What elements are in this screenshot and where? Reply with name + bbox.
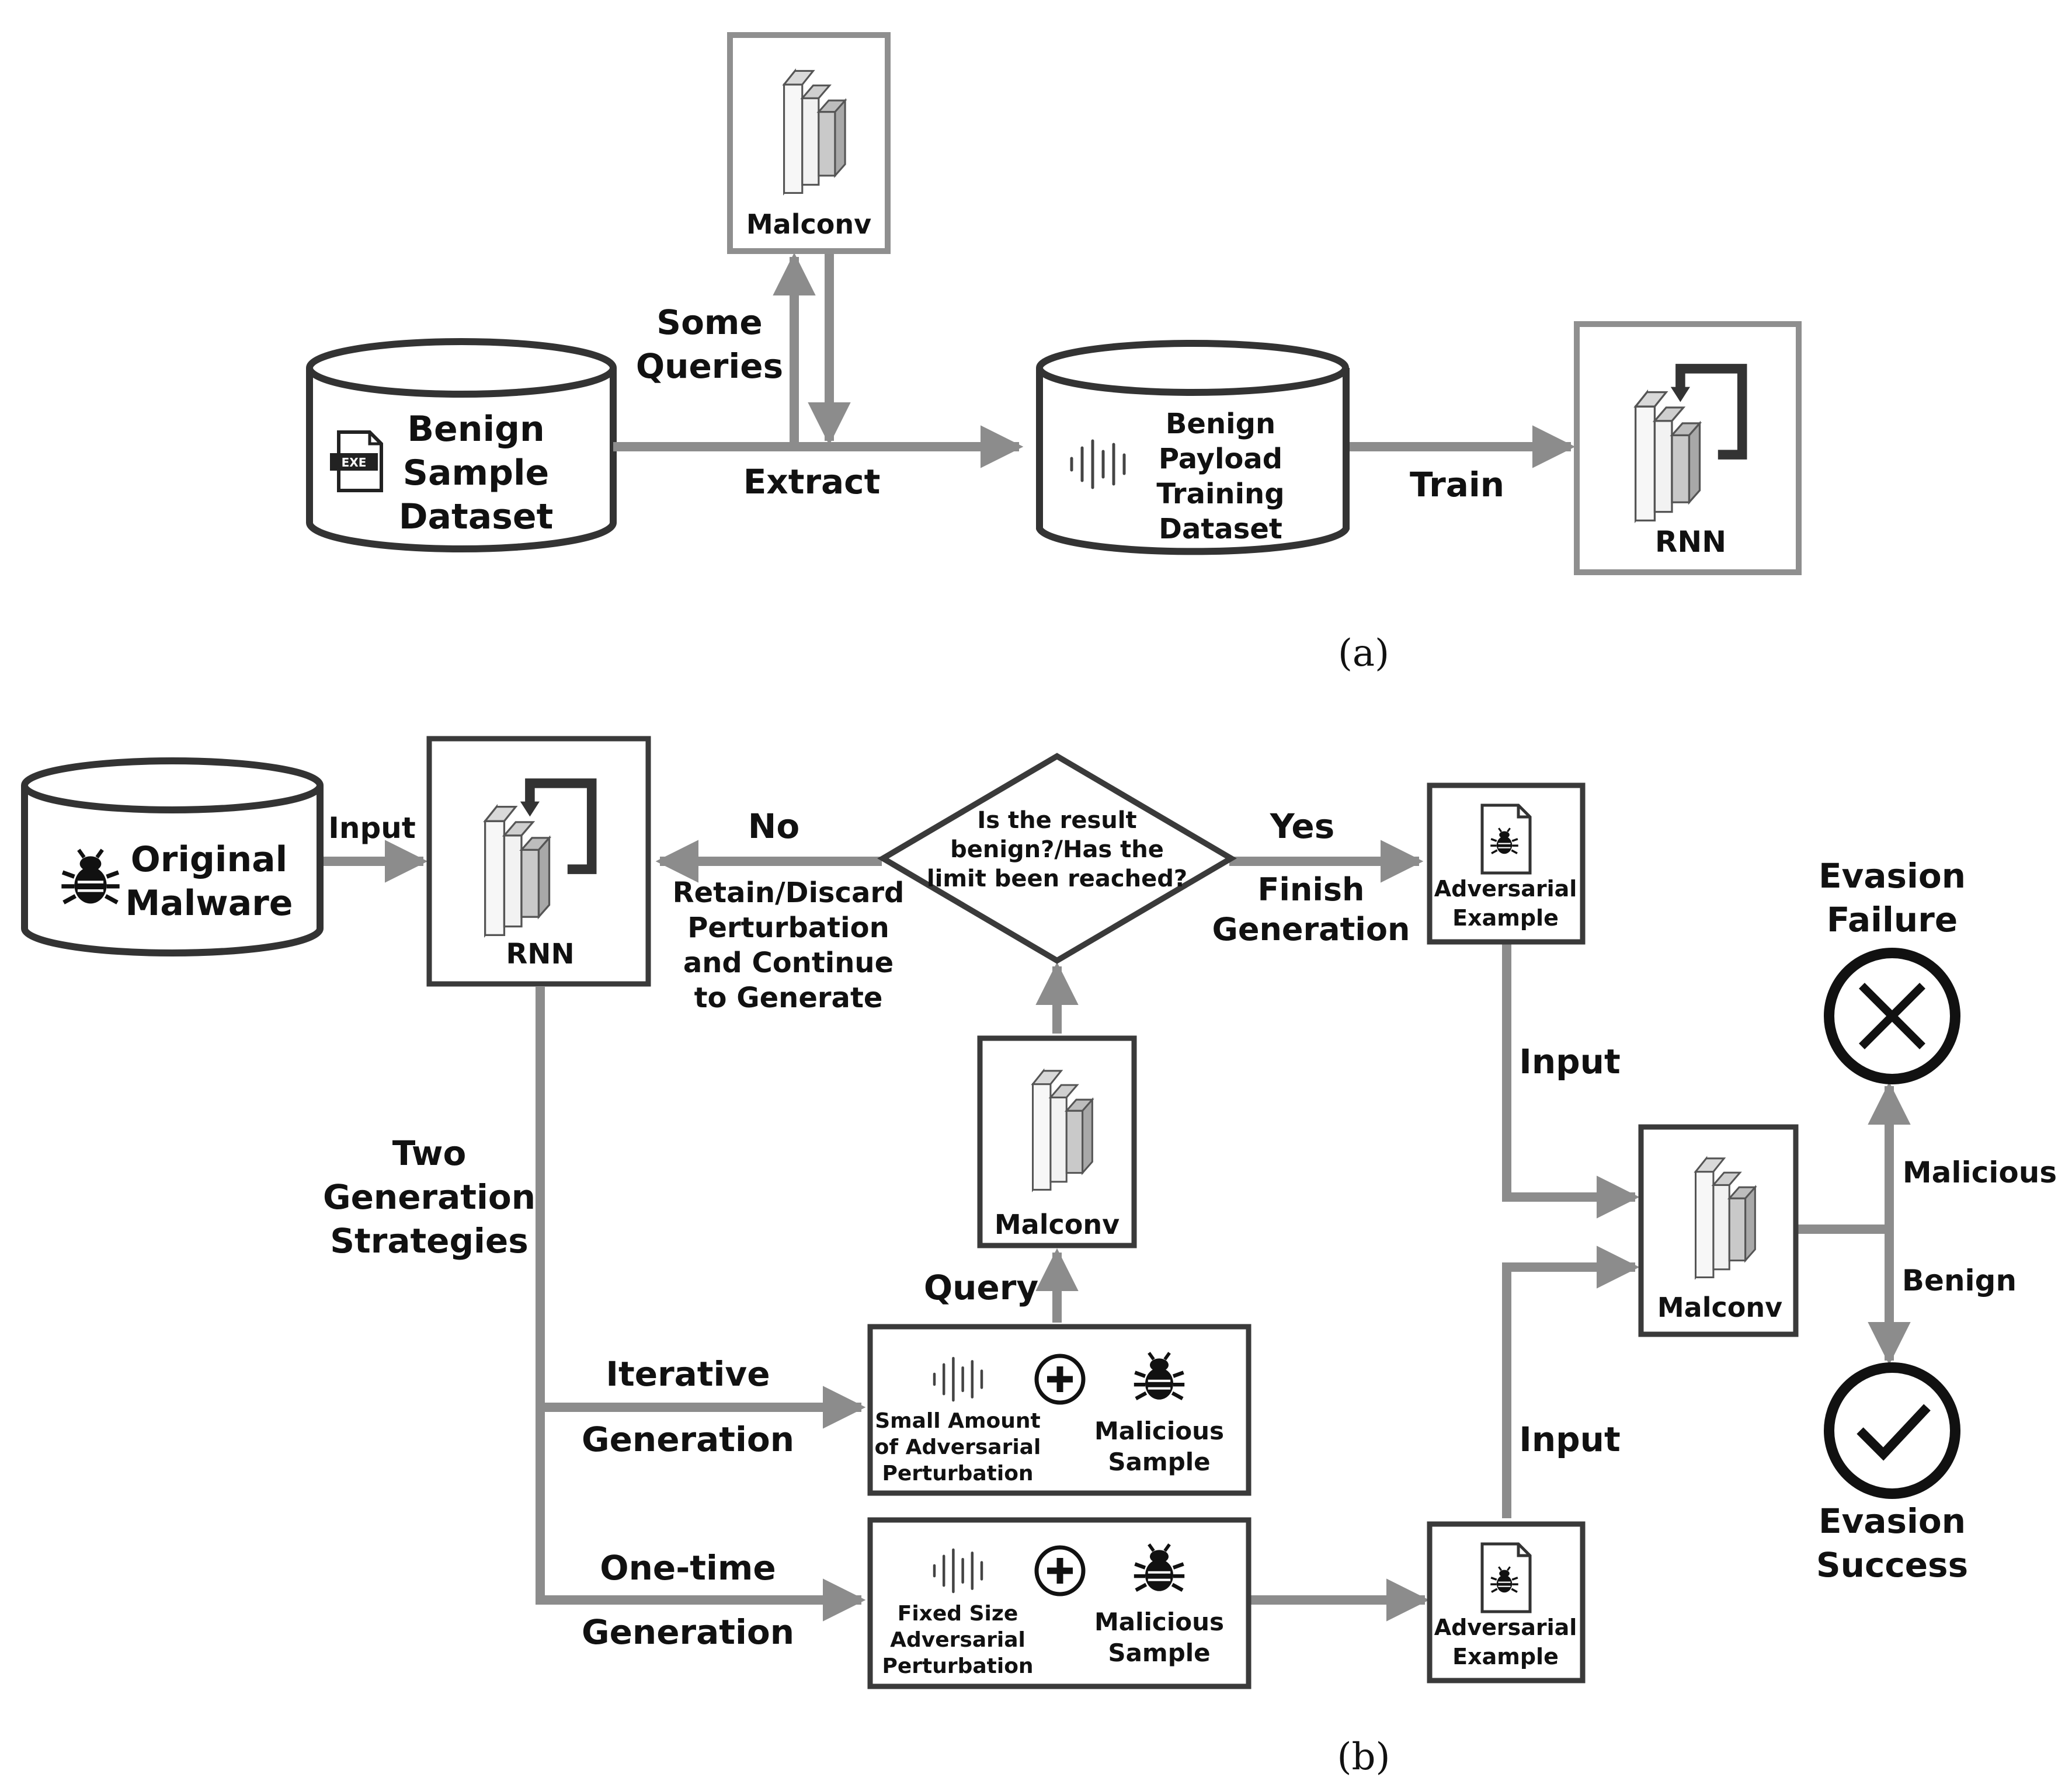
evasion-failure-line-2: Failure bbox=[1827, 900, 1958, 940]
benign-dataset-line-3: Dataset bbox=[399, 496, 554, 537]
cross-icon bbox=[1824, 948, 1960, 1084]
finish-line-1: Finish bbox=[1258, 871, 1365, 908]
malconv-a-label: Malconv bbox=[746, 208, 871, 240]
evasion-failure-line-1: Evasion bbox=[1819, 856, 1966, 896]
rnn-box-b: RNN bbox=[426, 736, 651, 987]
adv-bottom-line-1: Adversarial bbox=[1434, 1615, 1577, 1640]
arrows-a bbox=[613, 252, 1576, 468]
retain-line-1: Retain/Discard bbox=[673, 876, 905, 909]
some-queries-line-1: Some bbox=[656, 302, 762, 342]
payload-line-4: Dataset bbox=[1159, 513, 1282, 545]
yes-label: Yes bbox=[1270, 806, 1335, 846]
malconv-box-right: Malconv bbox=[1638, 1124, 1799, 1337]
original-malware-line-2: Malware bbox=[126, 883, 293, 924]
once-pert-line-1: Fixed Size bbox=[898, 1602, 1018, 1626]
evasion-success-line-1: Evasion bbox=[1819, 1501, 1966, 1541]
onetime-line-1: One-time bbox=[600, 1548, 776, 1588]
benign-sample-dataset: EXE Benign Sample Dataset bbox=[306, 338, 617, 552]
benign-dataset-line-1: Benign bbox=[407, 409, 544, 450]
check-icon bbox=[1824, 1362, 1960, 1499]
once-pert-line-3: Perturbation bbox=[882, 1654, 1033, 1678]
train-label: Train bbox=[1410, 465, 1504, 505]
input-bottom-label: Input bbox=[1519, 1420, 1620, 1459]
malicious-label: Malicious bbox=[1903, 1156, 2057, 1189]
iterative-generation-box: Small Amount of Adversarial Perturbation… bbox=[867, 1324, 1251, 1496]
exe-icon-text: EXE bbox=[342, 455, 367, 469]
malconv-box-mid: Malconv bbox=[977, 1035, 1137, 1248]
panel-a: EXE Benign Sample Dataset Malconv Some Q… bbox=[306, 32, 1802, 675]
adversarial-example-top: Adversarial Example bbox=[1427, 782, 1586, 945]
query-label: Query bbox=[924, 1268, 1038, 1307]
retain-line-2: Perturbation bbox=[687, 912, 889, 944]
caption-a: (a) bbox=[1338, 632, 1389, 675]
input-label-b: Input bbox=[328, 811, 416, 845]
once-pert-line-2: Adversarial bbox=[890, 1628, 1025, 1652]
benign-label: Benign bbox=[1902, 1264, 2017, 1297]
malconv-mid-label: Malconv bbox=[995, 1209, 1120, 1240]
caption-b: (b) bbox=[1337, 1735, 1390, 1779]
onetime-line-2: Generation bbox=[582, 1612, 794, 1652]
plus-icon bbox=[1037, 1356, 1083, 1403]
iterative-line-1: Iterative bbox=[606, 1354, 770, 1394]
two-strategies-line-2: Generation bbox=[323, 1177, 536, 1217]
plus-icon bbox=[1037, 1547, 1083, 1594]
onetime-generation-box: Fixed Size Adversarial Perturbation Mali… bbox=[867, 1517, 1251, 1689]
rnn-b-label: RNN bbox=[506, 938, 574, 970]
iterative-line-2: Generation bbox=[582, 1420, 794, 1459]
malconv-box-a: Malconv bbox=[727, 32, 891, 254]
evasion-failure: Evasion Failure bbox=[1819, 856, 1966, 1084]
iter-pert-line-3: Perturbation bbox=[882, 1462, 1033, 1486]
two-strategies-line-3: Strategies bbox=[330, 1221, 529, 1261]
decision-line-2: benign?/Has the bbox=[950, 836, 1164, 863]
iter-pert-line-1: Small Amount bbox=[875, 1409, 1041, 1433]
exe-file-icon: EXE bbox=[330, 430, 383, 492]
finish-line-2: Generation bbox=[1212, 911, 1410, 948]
payload-line-2: Payload bbox=[1159, 443, 1282, 475]
benign-dataset-line-2: Sample bbox=[403, 453, 549, 493]
decision-line-1: Is the result bbox=[977, 807, 1136, 834]
retain-line-3: and Continue bbox=[683, 947, 894, 979]
original-malware-dataset: Original Malware bbox=[21, 757, 324, 956]
retain-line-4: to Generate bbox=[694, 982, 883, 1014]
malconv-right-label: Malconv bbox=[1657, 1292, 1782, 1323]
benign-payload-dataset: Benign Payload Training Dataset bbox=[1036, 340, 1350, 555]
decision-line-3: limit been reached? bbox=[927, 865, 1187, 892]
decision-diamond: Is the result benign?/Has the limit been… bbox=[877, 753, 1237, 964]
iter-sample-line-2: Sample bbox=[1108, 1448, 1210, 1476]
payload-line-3: Training bbox=[1156, 478, 1284, 510]
payload-line-1: Benign bbox=[1166, 408, 1275, 440]
no-label: No bbox=[748, 806, 799, 846]
iter-sample-line-1: Malicious bbox=[1094, 1417, 1224, 1445]
input-top-label: Input bbox=[1519, 1042, 1620, 1081]
original-malware-line-1: Original bbox=[131, 839, 287, 880]
evasion-success: Evasion Success bbox=[1816, 1362, 1968, 1585]
extract-label: Extract bbox=[743, 462, 881, 502]
adv-top-line-2: Example bbox=[1452, 905, 1559, 931]
once-sample-line-1: Malicious bbox=[1094, 1608, 1224, 1636]
panel-b: Original Malware Input RNN No Retain/Dis… bbox=[21, 736, 2057, 1779]
adv-top-line-1: Adversarial bbox=[1434, 876, 1577, 902]
two-strategies-line-1: Two bbox=[392, 1133, 467, 1173]
some-queries-line-2: Queries bbox=[636, 346, 783, 386]
adversarial-example-bottom: Adversarial Example bbox=[1427, 1521, 1586, 1683]
once-sample-line-2: Sample bbox=[1108, 1639, 1210, 1667]
adv-bottom-line-2: Example bbox=[1452, 1644, 1559, 1669]
evasion-success-line-2: Success bbox=[1816, 1545, 1968, 1585]
rnn-box-a: RNN bbox=[1574, 321, 1802, 575]
arrows-b bbox=[321, 840, 1911, 1622]
rnn-a-label: RNN bbox=[1655, 525, 1726, 559]
iter-pert-line-2: of Adversarial bbox=[875, 1435, 1041, 1459]
